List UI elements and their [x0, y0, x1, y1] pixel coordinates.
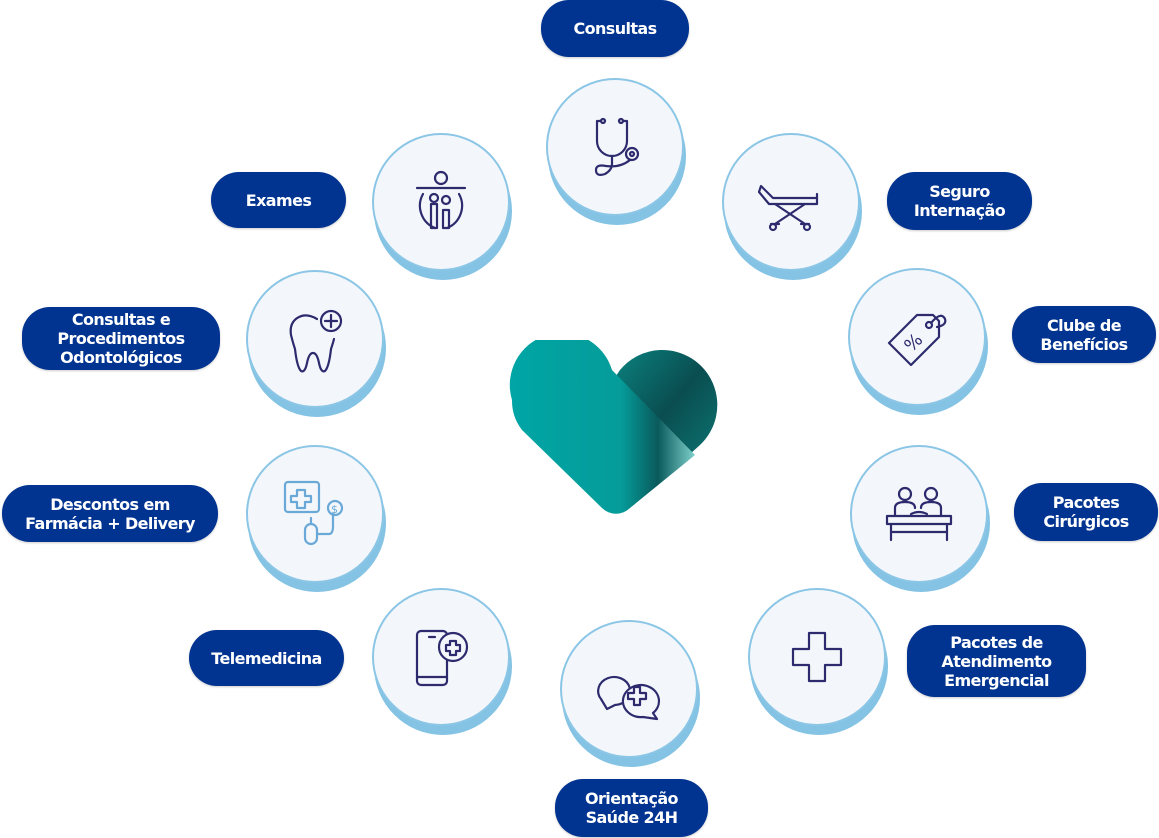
circle-orientacao-saude[interactable]	[560, 620, 698, 758]
discount-tag-icon: %	[887, 313, 947, 367]
label-seguro-internacao[interactable]: Seguro Internação	[887, 172, 1032, 230]
label-consultas[interactable]: Consultas	[541, 0, 689, 57]
label-odontologicos[interactable]: Consultas e Procedimentos Odontológicos	[22, 307, 220, 370]
label-telemedicina[interactable]: Telemedicina	[189, 630, 344, 686]
surgeons-icon	[885, 486, 953, 542]
chat-medical-icon	[597, 675, 661, 721]
label-clube-beneficios[interactable]: Clube de Benefícios	[1012, 306, 1156, 363]
hospital-bed-icon	[757, 184, 819, 232]
svg-text:$: $	[331, 503, 338, 516]
circle-farmacia-delivery[interactable]: $	[246, 445, 384, 583]
circle-clube-beneficios[interactable]: %	[848, 268, 986, 406]
circle-consultas[interactable]	[546, 78, 684, 216]
stethoscope-icon	[594, 117, 640, 176]
label-atendimento-emergencial[interactable]: Pacotes de Atendimento Emergencial	[907, 625, 1086, 697]
circle-telemedicina[interactable]	[372, 588, 510, 726]
circle-odontologicos[interactable]	[246, 270, 384, 408]
medical-cross-icon	[791, 631, 843, 683]
circle-atendimento-emergencial[interactable]	[748, 588, 886, 726]
heart-logo	[509, 340, 718, 514]
circle-pacotes-cirurgicos[interactable]	[850, 445, 988, 583]
tooth-icon	[289, 309, 343, 373]
label-farmacia-delivery[interactable]: Descontos em Farmácia + Delivery	[2, 485, 218, 542]
exam-icon	[415, 170, 467, 230]
circle-exames[interactable]	[372, 133, 510, 271]
label-exames[interactable]: Exames	[211, 172, 346, 228]
pharmacy-delivery-icon: $	[283, 480, 344, 546]
circle-seguro-internacao[interactable]	[722, 133, 860, 271]
phone-medical-icon	[415, 629, 469, 687]
label-pacotes-cirurgicos[interactable]: Pacotes Cirúrgicos	[1014, 483, 1158, 541]
label-orientacao-saude[interactable]: Orientação Saúde 24H	[555, 779, 708, 837]
